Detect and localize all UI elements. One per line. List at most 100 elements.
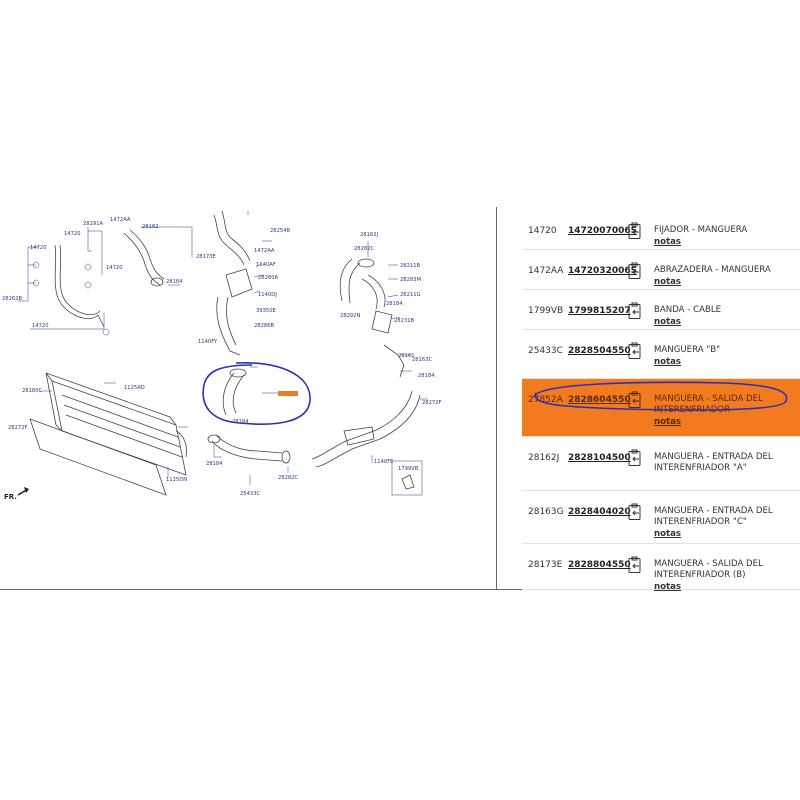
callout-label: 39350E xyxy=(256,308,276,314)
part-description: FIJADOR - MANGUERA xyxy=(654,225,794,236)
callout-label: 1125DN xyxy=(166,477,187,483)
annotation-ellipse xyxy=(202,362,311,425)
column-divider xyxy=(496,207,497,590)
callout-label: 28180C xyxy=(22,388,43,394)
notes-link[interactable]: notas xyxy=(654,237,682,247)
notes-link[interactable]: notas xyxy=(654,357,682,367)
part-ref: 28162J xyxy=(528,453,560,463)
callout-label: 28282C xyxy=(354,246,375,252)
part-number-link[interactable]: 2828404020 xyxy=(568,507,631,517)
part-number-link[interactable]: 1472007006S xyxy=(568,226,638,236)
callout-label: 1472AA xyxy=(110,217,131,223)
callout-label: 28280A xyxy=(258,275,279,281)
callout-label: 28162J xyxy=(360,232,379,238)
callout-label: 14720 xyxy=(64,231,81,237)
part-number-link[interactable]: 2828104500 xyxy=(568,453,631,463)
clipboard-arrow-icon[interactable] xyxy=(626,262,644,280)
callout-label: 1140DJ xyxy=(258,292,277,298)
part-ref: 25433C xyxy=(528,346,563,356)
callout-label: 28184 xyxy=(206,461,223,467)
description-line: MANGUERA - ENTRADA DEL xyxy=(654,506,773,516)
clipboard-arrow-icon[interactable] xyxy=(626,556,644,574)
callout-label: 28272F xyxy=(422,400,442,406)
description-line: MANGUERA - SALIDA DEL xyxy=(654,559,763,569)
description-line: INTERENFRIADOR "C" xyxy=(654,517,747,527)
callout-label: 28184 xyxy=(232,419,249,425)
callout-label: 28211B xyxy=(400,263,421,269)
part-number-link[interactable]: 1472032006S xyxy=(568,266,638,276)
notes-link[interactable]: notas xyxy=(654,317,682,327)
callout-label: 1799VB xyxy=(398,466,419,472)
clipboard-arrow-icon[interactable] xyxy=(626,449,644,467)
part-number-link[interactable]: 2828504550 xyxy=(568,346,631,356)
description-line: INTERENFRIADOR (B) xyxy=(654,570,746,580)
callout-label: 1472AA xyxy=(254,248,275,254)
hose-27852a xyxy=(222,366,298,416)
diagram-svg: FR. 1472AA28291A147202818228173E14720282… xyxy=(2,210,442,501)
description-line: INTERENFRIADOR xyxy=(654,405,731,415)
callout-label: 14720 xyxy=(32,323,49,329)
description-line: FIJADOR - MANGUERA xyxy=(654,225,748,235)
part-ref: 14720 xyxy=(528,226,557,236)
description-line: MANGUERA - SALIDA DEL xyxy=(654,394,763,404)
callout-label: 28184 xyxy=(418,373,435,379)
part-ref: 28163G xyxy=(528,507,564,517)
callout-label: 25433C xyxy=(240,491,261,497)
clipboard-arrow-icon[interactable] xyxy=(626,222,644,240)
callout-label: 28262B xyxy=(2,296,23,302)
part-row: 14720 1472007006S FIJADOR - MANGUERA notas xyxy=(522,210,800,250)
hose-group-left xyxy=(18,227,110,336)
callout-label: 28211G xyxy=(400,292,421,298)
part-number-link[interactable]: 2828804550 xyxy=(568,560,631,570)
callout-label: 28254B xyxy=(270,228,291,234)
part-label-layer: 1472AA28291A147202818228173E1472028262B1… xyxy=(2,217,442,497)
part-ref: 27852A xyxy=(528,395,563,405)
part-ref: 28173E xyxy=(528,560,563,570)
clipboard-arrow-icon[interactable] xyxy=(626,503,644,521)
hose-upper-center xyxy=(213,210,272,356)
orientation-label: FR. xyxy=(4,493,17,501)
notes-link[interactable]: notas xyxy=(654,529,682,539)
description-line: INTERENFRIADOR "A" xyxy=(654,463,747,473)
bottom-rule xyxy=(0,589,800,590)
callout-label: 28283M xyxy=(400,277,421,283)
part-description: ABRAZADERA - MANGUERA xyxy=(654,265,794,276)
callout-label: 28184 xyxy=(166,279,183,285)
part-number-link[interactable]: 1799815207 xyxy=(568,306,631,316)
part-ref: 1799VB xyxy=(528,306,564,316)
callout-label: 1125AD xyxy=(124,385,145,391)
clipboard-arrow-icon[interactable] xyxy=(626,302,644,320)
description-line: MANGUERA - ENTRADA DEL xyxy=(654,452,773,462)
callout-label: 28173E xyxy=(196,254,216,260)
pipe-lower-right xyxy=(311,344,428,468)
part-number-link[interactable]: 2828604550 xyxy=(568,395,631,405)
callout-label: 28286B xyxy=(254,323,275,329)
clipboard-arrow-icon[interactable] xyxy=(626,342,644,360)
callout-label: 28272F xyxy=(8,425,28,431)
part-description: MANGUERA "B" xyxy=(654,345,794,356)
highlighted-part-tag xyxy=(278,391,298,396)
hose-group-right xyxy=(339,241,401,334)
notes-link[interactable]: notas xyxy=(654,417,682,427)
callout-label: 14720 xyxy=(106,265,123,271)
callout-label: 1140FE xyxy=(374,459,393,465)
hose-28173e xyxy=(123,226,193,287)
clipboard-arrow-icon[interactable] xyxy=(626,391,644,409)
callout-label: 28163C xyxy=(412,357,433,363)
callout-label: 1140FY xyxy=(198,339,218,345)
callout-label: 28184 xyxy=(386,301,403,307)
callout-label: 1140AF xyxy=(256,262,276,268)
notes-link[interactable]: notas xyxy=(654,582,682,592)
notes-link[interactable]: notas xyxy=(654,277,682,287)
